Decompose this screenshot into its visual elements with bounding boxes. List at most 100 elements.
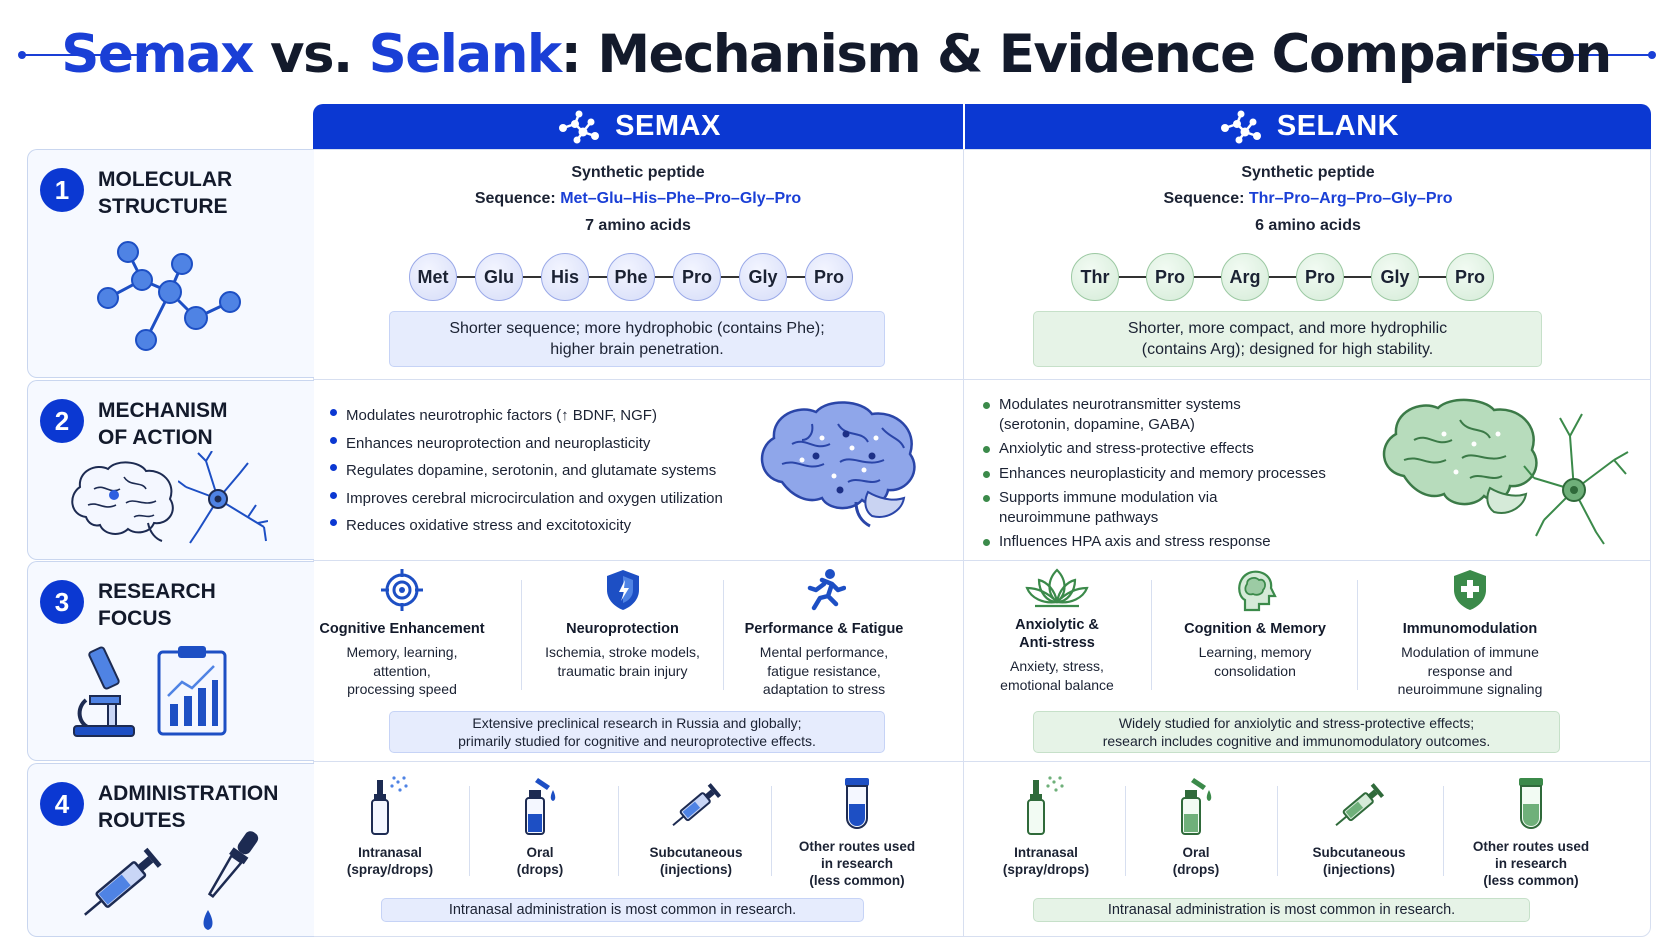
focus-heading: Cognition & Memory <box>1184 621 1326 637</box>
row-number-badge: 4 <box>40 782 84 826</box>
residue-node: Thr <box>1071 253 1119 301</box>
row-divider-1 <box>313 379 1651 380</box>
title-decoration-dot-right <box>1648 51 1656 59</box>
list-item: Modulates neurotrophic factors (↑ BDNF, … <box>328 402 758 430</box>
residue-node: Pro <box>1296 253 1344 301</box>
route-label: Oral (drops) <box>1172 845 1220 877</box>
residue-node: Met <box>409 253 457 301</box>
residue-node: Pro <box>673 253 721 301</box>
route-label: Oral (drops) <box>516 845 564 877</box>
chart-clipboard-icon <box>157 646 227 736</box>
selank-route-other: Other routes used in research (less comm… <box>1456 776 1606 889</box>
shield-plus-icon <box>1454 570 1486 610</box>
vial-icon <box>845 778 869 830</box>
peptide-bond <box>457 276 475 278</box>
selank-amino-count: 6 amino acids <box>1255 217 1361 234</box>
semax-routes-note: Intranasal administration is most common… <box>381 898 864 922</box>
selank-routes-note: Intranasal administration is most common… <box>1033 898 1530 922</box>
residue-node: Arg <box>1221 253 1269 301</box>
list-item: Reduces oxidative stress and excitotoxic… <box>328 512 758 540</box>
spray-icon <box>371 776 408 835</box>
route-divider <box>618 786 619 876</box>
focus-description: Anxiety, stress, emotional balance <box>1000 658 1114 693</box>
peptide-bond <box>1419 276 1446 278</box>
semax-sequence-line: Sequence: Met–Glu–His–Phe–Pro–Gly–Pro <box>313 190 963 208</box>
row-label-molecular-structure: 1 MOLECULAR STRUCTURE <box>27 149 314 378</box>
note-line: Shorter sequence; more hydrophobic (cont… <box>449 320 825 337</box>
list-item: Anxiolytic and stress-protective effects <box>981 439 1381 459</box>
title-decoration-right <box>1526 54 1654 56</box>
selank-route-subcutaneous: Subcutaneous (injections) <box>1299 776 1419 878</box>
page-title: Semax vs. Selank: Mechanism & Evidence C… <box>61 23 1612 85</box>
lotus-icon <box>1025 568 1089 608</box>
row-number-badge: 2 <box>40 399 84 443</box>
peptide-bond <box>655 276 673 278</box>
semax-route-oral: Oral (drops) <box>486 776 594 878</box>
residue-node: Glu <box>475 253 523 301</box>
route-divider <box>771 786 772 876</box>
note-line: Extensive preclinical research in Russia… <box>472 714 802 731</box>
semax-structure-note: Shorter sequence; more hydrophobic (cont… <box>389 311 885 367</box>
note-line: primarily studied for cognitive and neur… <box>458 733 816 749</box>
selank-research-note: Widely studied for anxiolytic and stress… <box>1033 711 1560 753</box>
peptide-bond <box>721 276 739 278</box>
note-line: research includes cognitive and immunomo… <box>1102 733 1491 749</box>
selank-route-intranasal: Intranasal (spray/drops) <box>990 776 1102 878</box>
row-divider-2 <box>313 560 1651 561</box>
route-divider <box>1125 786 1126 876</box>
focus-divider <box>1151 580 1152 690</box>
focus-divider <box>521 580 522 690</box>
vial-icon <box>1519 778 1543 830</box>
neuron-icon <box>178 451 268 544</box>
selank-focus-cognition: Cognition & Memory Learning, memory cons… <box>1160 568 1350 680</box>
selank-peptide-type: Synthetic peptide <box>1241 164 1375 181</box>
list-item: Modulates neurotransmitter systems (sero… <box>981 395 1381 434</box>
row-label-text: MECHANISM OF ACTION <box>98 399 228 449</box>
route-divider <box>1443 786 1444 876</box>
selank-header-label: SELANK <box>1276 110 1400 142</box>
dropper-bottle-icon <box>525 778 556 835</box>
peptide-bond <box>523 276 541 278</box>
brain-outline-icon <box>71 461 174 542</box>
dropper-bottle-icon <box>1181 778 1212 835</box>
column-header-semax: SEMAX <box>313 104 963 149</box>
route-label: Subcutaneous (injections) <box>1312 845 1406 877</box>
row-label-text: MOLECULAR STRUCTURE <box>98 168 233 218</box>
row-label-research-focus: 3 RESEARCH FOCUS <box>27 561 314 761</box>
title-vs: vs. <box>269 23 353 85</box>
note-line: Shorter, more compact, and more hydrophi… <box>1127 320 1448 337</box>
peptide-bond <box>787 276 805 278</box>
peptide-bond <box>589 276 607 278</box>
focus-heading: Anxiolytic & Anti-stress <box>1015 617 1099 651</box>
brain-green-icon <box>1382 398 1629 545</box>
syringe-icon <box>84 847 162 916</box>
list-item: Influences HPA axis and stress response <box>981 532 1381 552</box>
row-number-badge: 3 <box>40 580 84 624</box>
focus-divider <box>723 580 724 690</box>
selank-route-oral: Oral (drops) <box>1142 776 1250 878</box>
semax-focus-neuroprotection: Neuroprotection Ischemia, stroke models,… <box>530 568 715 680</box>
syringe-icon <box>1335 783 1385 827</box>
focus-heading: Performance & Fatigue <box>744 621 904 637</box>
selank-sequence-line: Sequence: Thr–Pro–Arg–Pro–Gly–Pro <box>965 190 1651 208</box>
selank-mechanism-list: Modulates neurotransmitter systems (sero… <box>981 395 1381 552</box>
note-line: (contains Arg); designed for high stabil… <box>1141 341 1434 358</box>
residue-node: His <box>541 253 589 301</box>
selank-focus-immunomodulation: Immunomodulation Modulation of immune re… <box>1366 568 1574 699</box>
semax-research-note: Extensive preclinical research in Russia… <box>389 711 885 753</box>
semax-route-other: Other routes used in research (less comm… <box>782 776 932 889</box>
target-icon <box>381 569 423 611</box>
semax-residue-chain: Met Glu His Phe Pro Gly Pro <box>409 253 853 301</box>
peptide-bond <box>1269 276 1296 278</box>
residue-node: Phe <box>607 253 655 301</box>
route-label: Other routes used in research (less comm… <box>798 839 916 888</box>
brain-blue-icon <box>760 401 916 528</box>
semax-route-subcutaneous: Subcutaneous (injections) <box>636 776 756 878</box>
residue-node: Gly <box>739 253 787 301</box>
focus-description: Modulation of immune response and neuroi… <box>1397 644 1543 697</box>
title-semax: Semax <box>61 23 254 85</box>
route-label: Intranasal (spray/drops) <box>1002 845 1090 877</box>
semax-focus-performance: Performance & Fatigue Mental performance… <box>731 568 917 699</box>
focus-heading: Neuroprotection <box>566 621 679 637</box>
row-label-mechanism: 2 MECHANISM OF ACTION <box>27 380 314 560</box>
